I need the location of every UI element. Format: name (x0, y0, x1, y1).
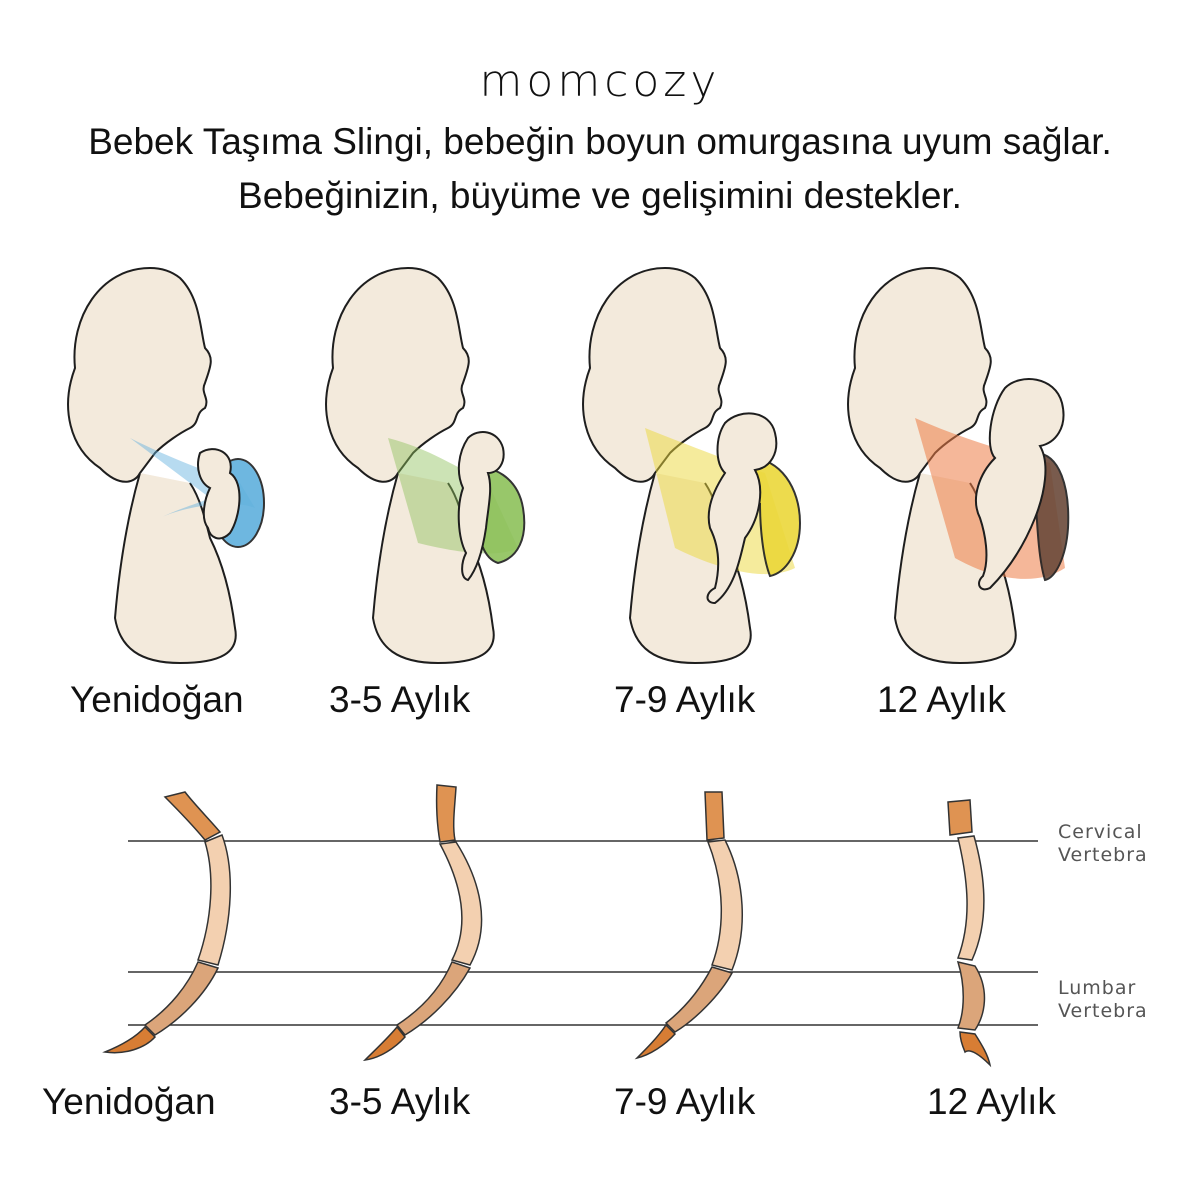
spine-label-12-months: 12 Aylık (927, 1081, 1056, 1122)
brand-logo: momcozy (479, 56, 721, 107)
spine-7-9-months (634, 791, 743, 1060)
spine-label-newborn: Yenidoğan (42, 1081, 216, 1122)
cervical-label-line-1: Cervical (1058, 821, 1143, 843)
figure-newborn (60, 258, 300, 668)
figure-12-months (840, 258, 1080, 668)
spine-12-months (947, 799, 992, 1068)
stage-label-3-5-months: 3-5 Aylık (329, 679, 471, 720)
lumbar-vertebra-label: Lumbar Vertebra (1058, 977, 1148, 1023)
tagline-line-2: Bebeğinizin, büyüme ve gelişimini destek… (238, 175, 962, 216)
lumbar-label-line-1: Lumbar (1058, 977, 1137, 999)
spine-diagram-svg (102, 784, 1038, 1068)
stage-label-12-months: 12 Aylık (877, 679, 1006, 720)
spine-label-3-5-months: 3-5 Aylık (329, 1081, 471, 1122)
cervical-label-line-2: Vertebra (1058, 844, 1148, 866)
spine-label-7-9-months: 7-9 Aylık (614, 1081, 756, 1122)
figure-7-9-months (575, 258, 815, 668)
7-9-months-carry-illustration (582, 266, 802, 665)
spine-curvature-diagram (0, 780, 1200, 1080)
stage-label-newborn: Yenidoğan (70, 679, 244, 720)
12-months-carry-illustration (847, 266, 1070, 665)
spine-3-5-months (362, 784, 483, 1062)
cervical-vertebra-label: Cervical Vertebra (1058, 821, 1148, 867)
stage-label-7-9-months: 7-9 Aylık (614, 679, 756, 720)
spine-newborn (102, 791, 232, 1054)
figure-3-5-months (318, 258, 558, 668)
3-5-months-carry-illustration (325, 266, 526, 665)
tagline-line-1: Bebek Taşıma Slingi, bebeğin boyun omurg… (88, 121, 1112, 162)
lumbar-label-line-2: Vertebra (1058, 1000, 1148, 1022)
newborn-carry-illustration (67, 266, 265, 665)
